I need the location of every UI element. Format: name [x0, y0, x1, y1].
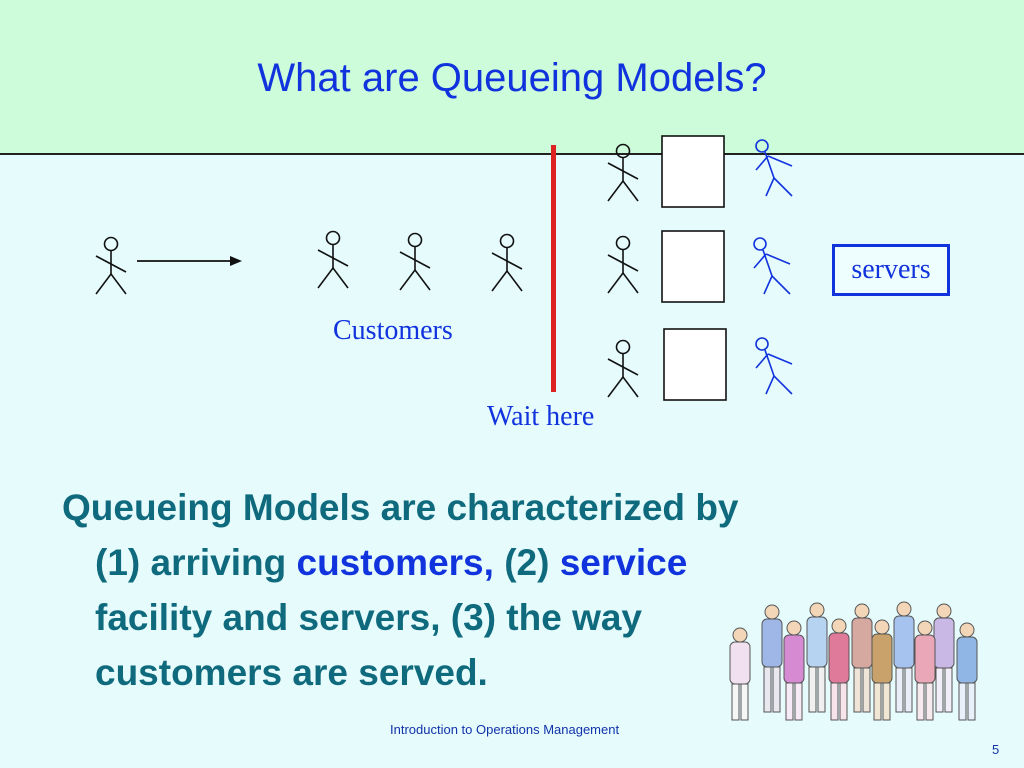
served-customer-figure	[607, 339, 639, 398]
waiting-customer-figure	[491, 233, 523, 292]
body-line-4: customers are served.	[95, 652, 488, 693]
wait-line	[551, 145, 556, 392]
highlight-customers: customers,	[296, 542, 494, 583]
servers-label: servers	[851, 254, 931, 285]
served-customer-figure	[607, 235, 639, 294]
customers-label: Customers	[333, 315, 453, 346]
highlight-service: service	[559, 542, 688, 583]
service-counter	[661, 135, 725, 208]
page-number: 5	[992, 742, 1000, 757]
wait-here-label: Wait here	[487, 401, 595, 432]
service-counter	[661, 230, 725, 303]
arriving-customer-figure	[95, 236, 127, 295]
people-crowd-illustration	[729, 601, 978, 721]
waiting-customer-figure	[399, 232, 431, 291]
body-text-segment: (2)	[493, 542, 560, 583]
slide-title: What are Queueing Models?	[257, 56, 767, 100]
footer-text: Introduction to Operations Management	[390, 722, 620, 737]
body-line-3: facility and servers, (3) the way	[95, 597, 643, 638]
body-text-segment: (1) arriving	[95, 542, 297, 583]
waiting-customer-figure	[317, 230, 349, 289]
server-figure	[753, 237, 791, 295]
body-line-2: (1) arriving customers, (2) service	[62, 535, 962, 590]
served-customer-figure	[607, 143, 639, 202]
title-band	[0, 0, 1024, 155]
queue-diagram	[95, 135, 793, 401]
body-line-1: Queueing Models are characterized by	[62, 487, 739, 528]
body-text: Queueing Models are characterized by (1)…	[62, 480, 962, 700]
service-counter	[663, 328, 727, 401]
server-figure	[755, 337, 793, 395]
servers-label-box: servers	[832, 244, 950, 296]
server-figure	[755, 139, 793, 197]
arrival-arrow	[137, 256, 242, 266]
